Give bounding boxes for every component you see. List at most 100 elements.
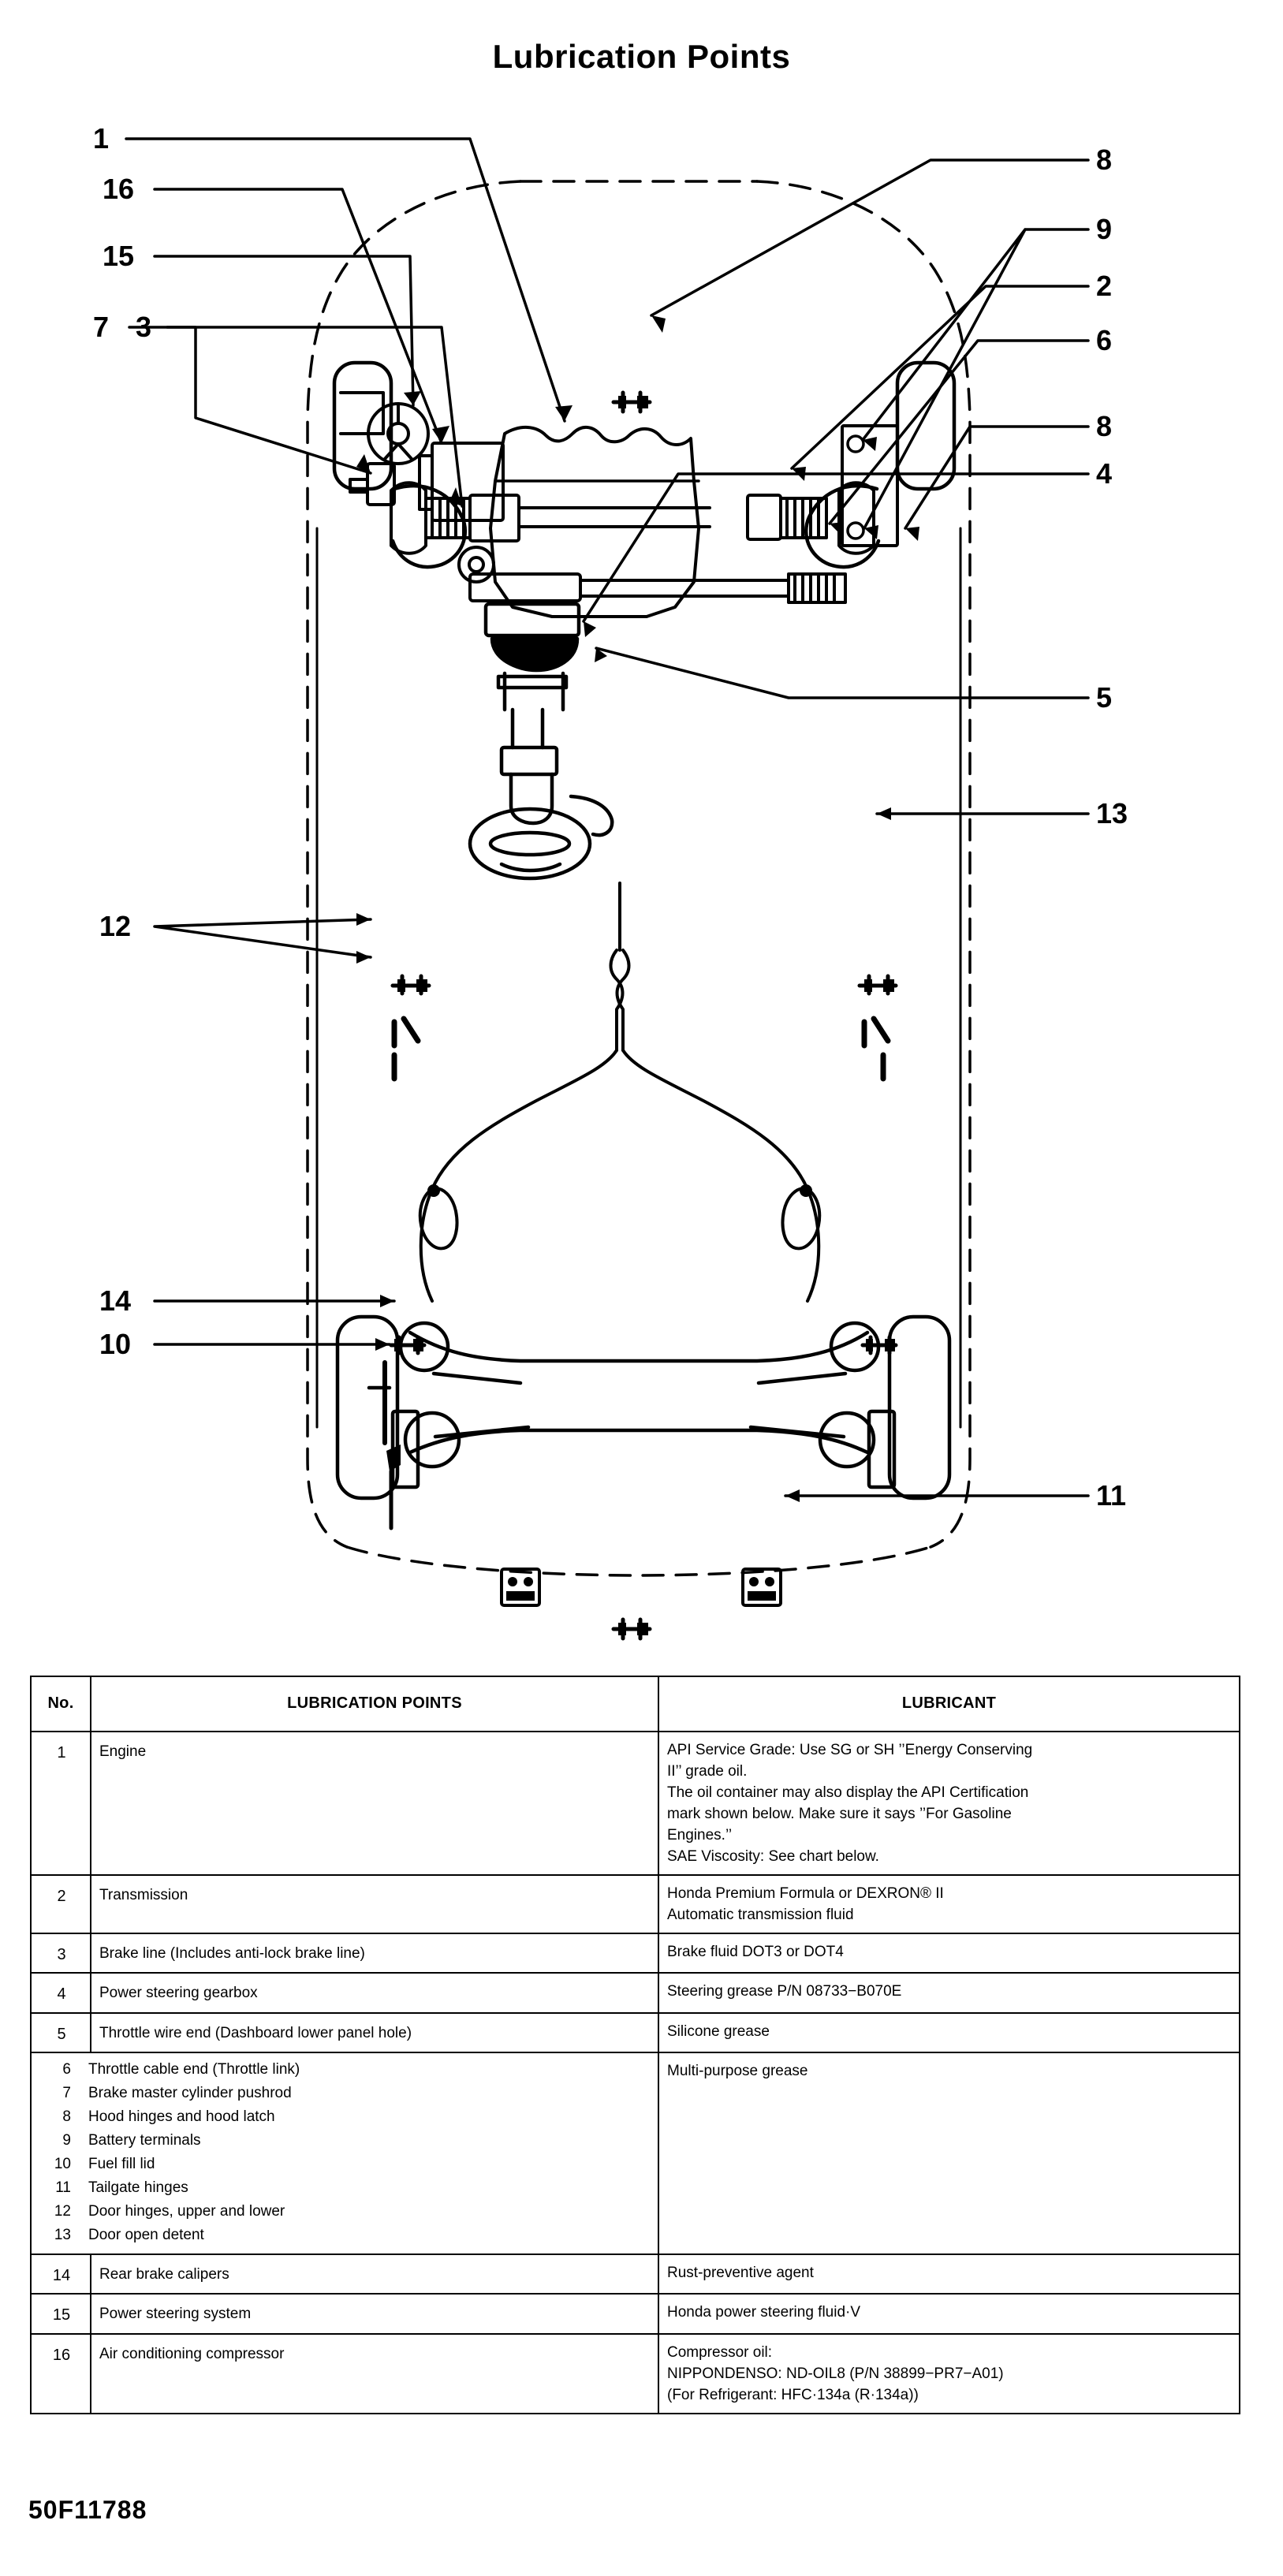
list-item: 7 Brake master cylinder pushrod: [32, 2082, 651, 2105]
row-point: Brake master cylinder pushrod: [88, 2084, 292, 2101]
callout-8-top: 8: [1096, 144, 1113, 176]
header-points: LUBRICATION POINTS: [90, 1676, 659, 1732]
front-right-wheel: [895, 360, 957, 491]
row-point: Power steering system: [90, 2293, 659, 2335]
callout-8-low: 8: [1096, 410, 1113, 442]
lubricant-line: API Service Grade: Use SG or SH ’’Energy…: [667, 1742, 1033, 1758]
callout-14: 14: [99, 1284, 132, 1317]
hood-latch-symbol: [611, 390, 652, 414]
lubrication-points-table: No. LUBRICATION POINTS LUBRICANT 1 Engin…: [30, 1676, 1240, 2414]
lubricant-line: NIPPONDENSO: ND-OIL8 (P/N 38899−PR7−A01): [667, 2365, 1004, 2382]
list-item: 11 Tailgate hinges: [32, 2176, 651, 2200]
row-lubricant: Rust-preventive agent: [658, 2254, 1240, 2295]
row-lubricant: Steering grease P/N 08733−B070E: [658, 1972, 1240, 2014]
row-point: Engine: [90, 1731, 659, 1876]
lubricant-line: The oil container may also display the A…: [667, 1784, 1029, 1801]
row-number: 2: [30, 1873, 91, 1934]
callout-10: 10: [99, 1328, 132, 1360]
row-number: 7: [62, 2084, 71, 2101]
steering-column: [499, 707, 559, 826]
tailgate-latch-symbol: [611, 1617, 652, 1641]
steering-wheel: [468, 794, 614, 881]
rear-suspension-beam: [335, 1314, 952, 1500]
row-lubricant: Honda Premium Formula or DEXRON® II Auto…: [658, 1873, 1240, 1934]
lubricant-line: Automatic transmission fluid: [667, 1906, 854, 1923]
callout-13: 13: [1096, 797, 1128, 829]
row-point: Brake line (Includes anti-lock brake lin…: [90, 1932, 659, 1974]
lubricant-line: Honda Premium Formula or DEXRON® II: [667, 1884, 944, 1902]
row-lubricant: Compressor oil: NIPPONDENSO: ND-OIL8 (P/…: [658, 2332, 1240, 2414]
callout-5: 5: [1096, 681, 1113, 714]
callout-9: 9: [1096, 213, 1113, 245]
callout-1: 1: [93, 122, 110, 155]
rear-door-hinge-symbols: [389, 1335, 898, 1355]
engine-block: [489, 426, 700, 618]
callout-15: 15: [103, 240, 135, 272]
brake-master-cylinder: [349, 462, 396, 506]
table-row: 5 Throttle wire end (Dashboard lower pan…: [30, 2011, 1240, 2053]
callout-4: 4: [1096, 457, 1113, 490]
tailgate-hinges: [500, 1568, 782, 1607]
row-number: 12: [54, 2203, 71, 2220]
row-number: 14: [30, 2254, 91, 2295]
steering-rack: [457, 546, 847, 604]
row-point: Throttle wire end (Dashboard lower panel…: [90, 2011, 659, 2053]
row-point: Battery terminals: [88, 2131, 201, 2149]
group-points-cell: 6 Throttle cable end (Throttle link) 7 Bra…: [30, 2051, 659, 2256]
row-point: Fuel fill lid: [88, 2155, 155, 2172]
lubricant-line: Compressor oil:: [667, 2343, 773, 2361]
table-row: 14 Rear brake calipers Rust-preventive a…: [30, 2254, 1240, 2295]
lubricant-line: (For Refrigerant: HFC·134a (R·134a)): [667, 2386, 919, 2403]
lubricant-line: II’’ grade oil.: [667, 1762, 748, 1780]
row-point: Power steering gearbox: [90, 1972, 659, 2014]
rear-right-caliper: [867, 1409, 897, 1489]
table-row: 15 Power steering system Honda power ste…: [30, 2293, 1240, 2335]
leader-arrowheads: [356, 315, 919, 1502]
vehicle-outline-svg: [125, 137, 1090, 1641]
list-item: 6 Throttle cable end (Throttle link): [32, 2058, 651, 2082]
lubricant-line: SAE Viscosity: See chart below.: [667, 1847, 879, 1865]
leader-lines: [125, 137, 1090, 1497]
row-number: 4: [30, 1972, 91, 2014]
row-number: 13: [54, 2227, 71, 2244]
row-point: Transmission: [90, 1873, 659, 1934]
row-point: Rear brake calipers: [90, 2254, 659, 2295]
table-row: 4 Power steering gearbox Steering grease…: [30, 1972, 1240, 2014]
body-side-rails: [315, 527, 962, 1429]
row-number: 11: [55, 2179, 71, 2196]
table-row-group-6-13: 6 Throttle cable end (Throttle link) 7 Bra…: [30, 2051, 1240, 2256]
rear-left-wheel: [335, 1314, 400, 1500]
callout-6: 6: [1096, 324, 1113, 356]
lubricant-line: mark shown below. Make sure it says ’’Fo…: [667, 1805, 1012, 1822]
row-lubricant: Brake fluid DOT3 or DOT4: [658, 1932, 1240, 1974]
door-hinge-symbols: [390, 974, 898, 1082]
group-lubricant: Multi-purpose grease: [658, 2051, 1240, 2256]
header-no: No.: [30, 1676, 91, 1732]
table-row: 3 Brake line (Includes anti-lock brake l…: [30, 1932, 1240, 1974]
document-reference-code: 50F11788: [28, 2496, 147, 2524]
row-number: 8: [62, 2108, 71, 2125]
row-number: 1: [30, 1731, 91, 1876]
row-point: Tailgate hinges: [88, 2179, 188, 2196]
brake-proportioning-valves: [418, 1184, 822, 1251]
callout-16: 16: [103, 173, 135, 205]
fuel-fill-lid: [386, 1445, 401, 1530]
row-number: 16: [30, 2332, 91, 2414]
power-steering-gearbox: [483, 602, 581, 712]
page-title: Lubrication Points: [492, 38, 791, 75]
row-number: 15: [30, 2293, 91, 2335]
row-point: Throttle cable end (Throttle link): [88, 2060, 300, 2078]
battery-terminal-negative: [846, 521, 865, 540]
table-header-row: No. LUBRICATION POINTS LUBRICANT: [30, 1676, 1240, 1732]
row-number: 6: [62, 2060, 71, 2078]
front-lower-control-arms: [390, 484, 881, 569]
row-lubricant: API Service Grade: Use SG or SH ’’Energy…: [658, 1731, 1240, 1876]
callout-7: 7: [93, 311, 110, 343]
callout-2: 2: [1096, 270, 1113, 302]
